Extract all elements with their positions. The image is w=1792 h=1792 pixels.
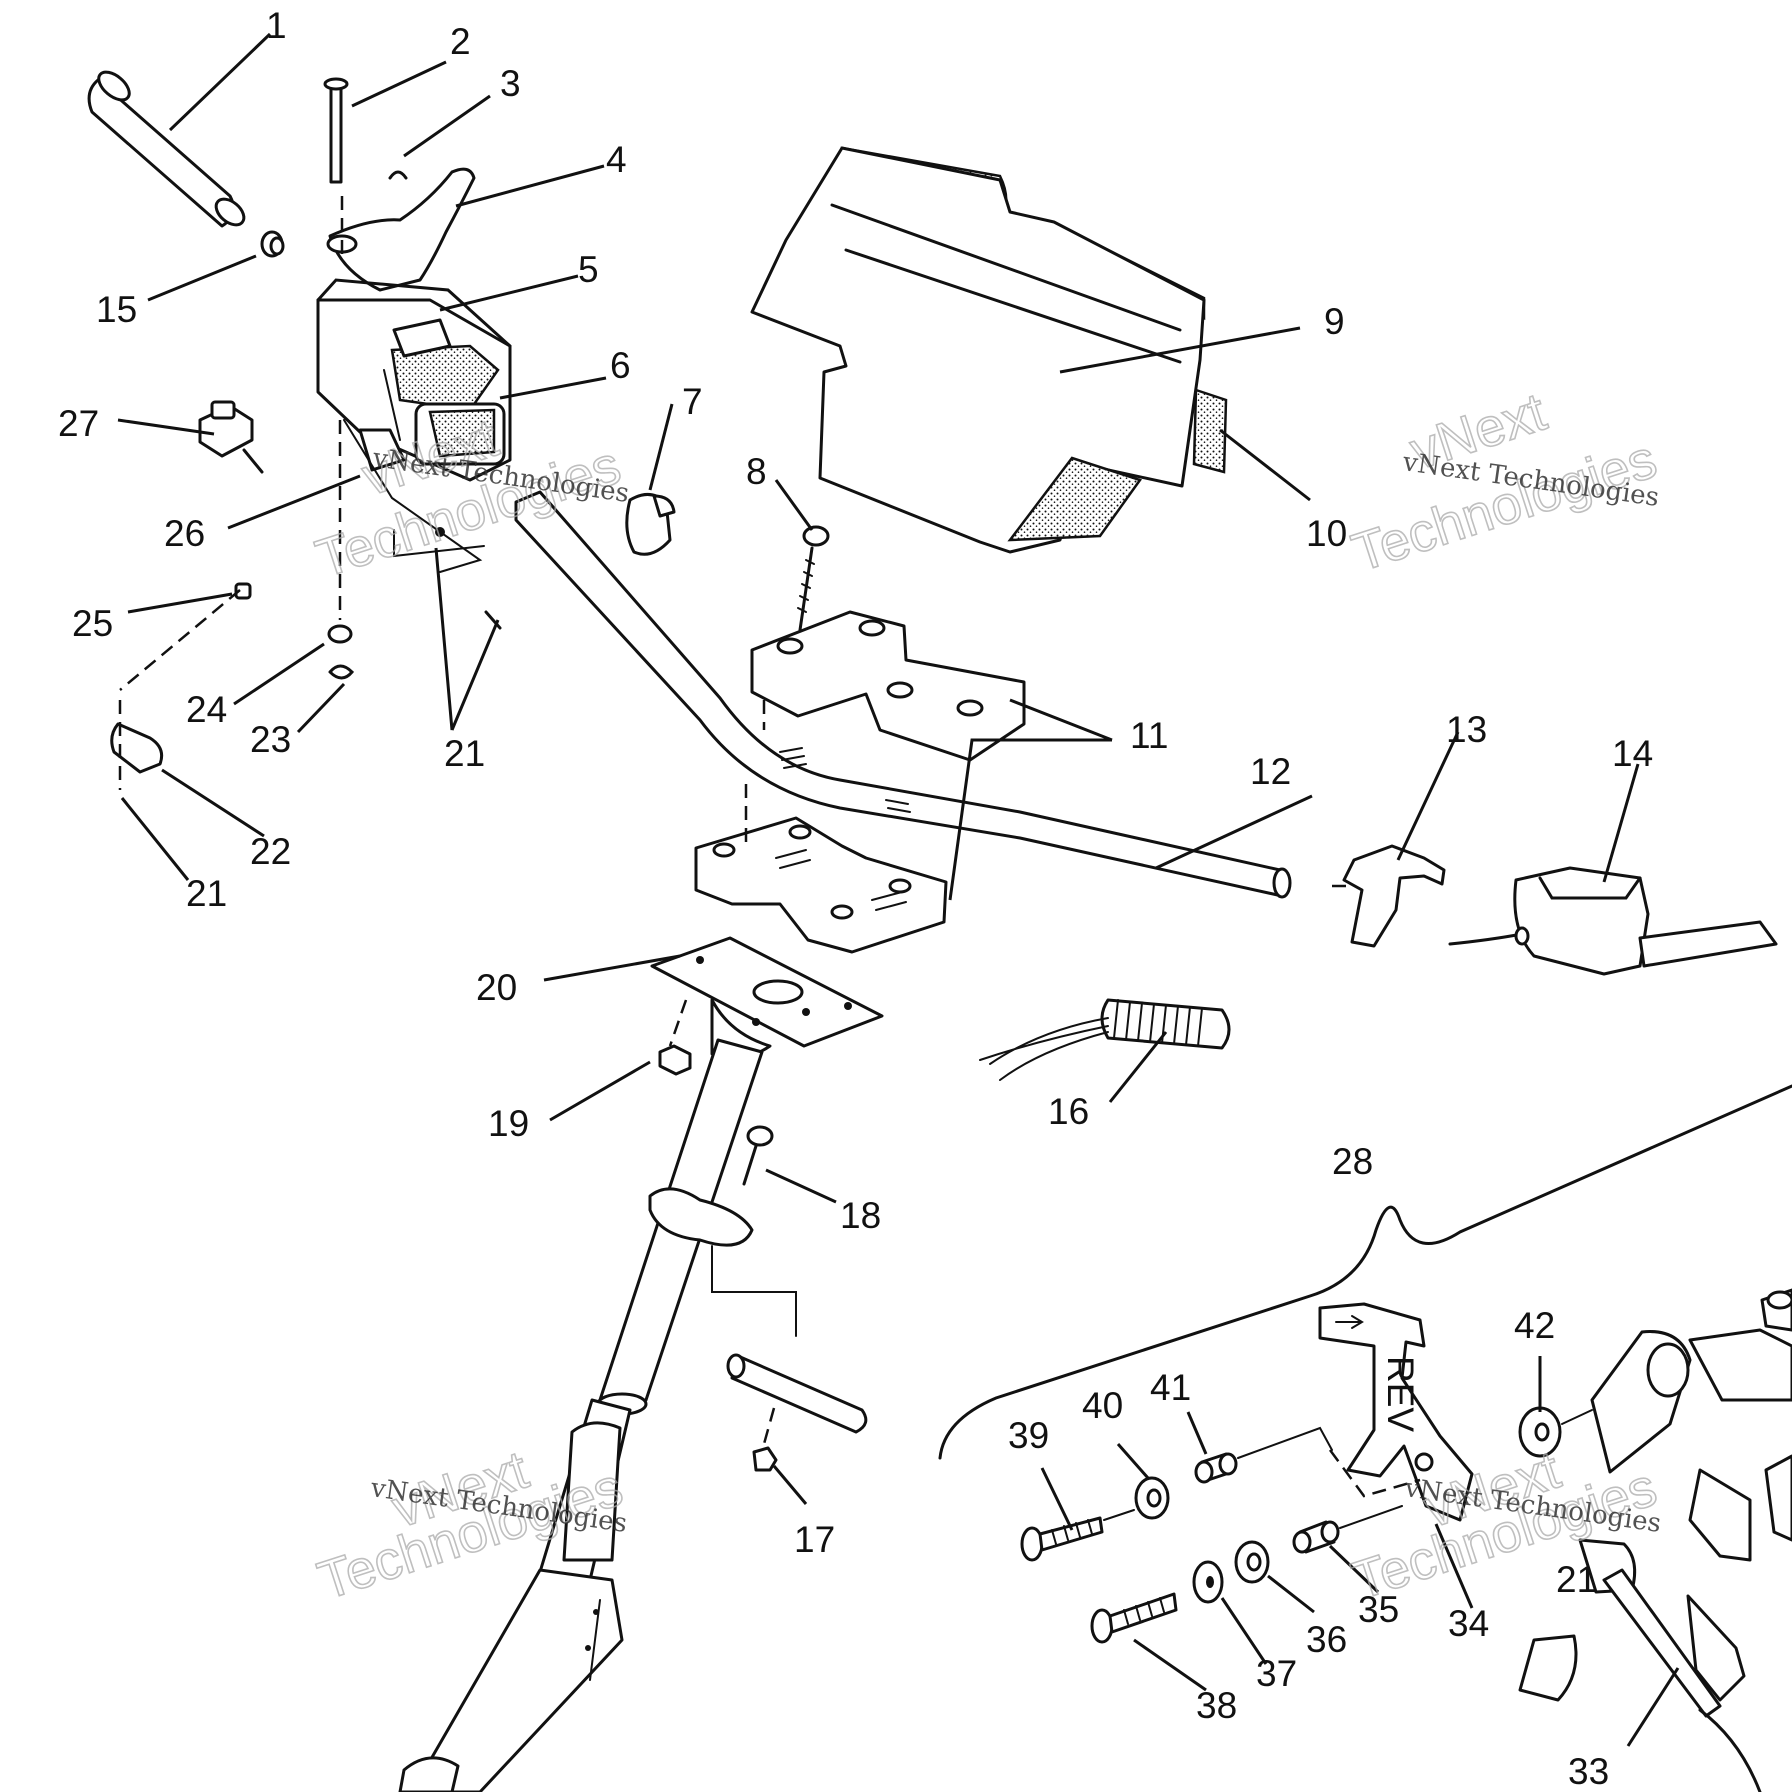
callout-25: 25 [72,603,113,644]
alignment-42 [1561,1409,1593,1425]
callout-11: 11 [1130,715,1168,756]
callout-3: 3 [500,63,521,104]
part-bracket-26 [358,428,406,472]
callout-14: 14 [1612,733,1653,774]
callout-18: 18 [840,1195,881,1236]
part-washer-24 [327,624,353,644]
callout-38: 38 [1196,1685,1237,1726]
callout-35: 35 [1358,1589,1399,1630]
callout-8: 8 [746,451,767,492]
callout-23: 23 [250,719,291,760]
part-master-cylinder-14 [1448,866,1778,976]
alignment-41 [1237,1426,1333,1459]
part-cable-33 [1602,1568,1762,1792]
alignment-34 [1328,1449,1421,1498]
part-pin-17 [726,1353,868,1472]
callout-17: 17 [794,1519,835,1560]
callout-34: 34 [1448,1603,1489,1644]
part-instrument-hood [750,146,1228,554]
part-bolt-8 [797,525,830,632]
callout-1: 1 [266,5,287,46]
alignment-lines [118,196,485,790]
part-pivot-pin [323,77,349,184]
callout-6: 6 [610,345,631,386]
callout-36: 36 [1306,1619,1347,1660]
callout-13: 13 [1446,709,1487,750]
callout-28: 28 [1332,1141,1373,1182]
callout-27: 27 [58,403,99,444]
part-washer-37 [1192,1560,1224,1604]
callout-2: 2 [450,21,471,62]
callout-26: 26 [164,513,205,554]
part-brake-bracket [1518,1288,1792,1702]
part-throttle-block [316,278,512,482]
part-throttle-lever [326,167,476,292]
part-clamp-7 [625,493,676,556]
callout-33: 33 [1568,1751,1609,1792]
part-washer-40 [1134,1476,1170,1520]
part-lower-clamp [694,816,948,954]
alignment-19 [668,999,688,1047]
rev-marking: REV [1380,1356,1421,1432]
part-screw-15 [260,230,285,258]
callout-37: 37 [1256,1653,1297,1694]
callout-5: 5 [578,249,599,290]
part-e-clip [388,170,408,180]
part-bolt-38 [1090,1592,1178,1644]
callout-42: 42 [1514,1305,1555,1346]
callout-labels: 1 2 3 4 5 6 7 8 9 10 11 12 13 14 15 16 1… [58,5,1653,1792]
callout-22: 22 [250,831,291,872]
callout-41: 41 [1150,1367,1191,1408]
group-brace-28 [938,1084,1792,1460]
part-screw-18 [742,1125,774,1186]
callout-16: 16 [1048,1091,1089,1132]
watermark-top-right: vNext Technologies vNext Technologies [1344,381,1664,584]
callout-9: 9 [1324,301,1345,342]
part-nut-25 [234,582,252,600]
part-collar [648,1187,754,1247]
part-washer-36 [1234,1540,1270,1584]
callout-4: 4 [606,139,627,180]
part-lock-washer-23 [328,664,355,680]
callout-20: 20 [476,967,517,1008]
callout-40: 40 [1082,1385,1123,1426]
callout-10: 10 [1306,513,1347,554]
callout-15: 15 [96,289,137,330]
part-nut-19 [658,1044,692,1076]
part-handlebar [514,490,1292,899]
callout-24: 24 [186,689,227,730]
callout-19: 19 [488,1103,529,1144]
part-screw-21a [484,610,502,630]
part-upper-clamp [750,610,1026,762]
part-bolt-39 [1020,1516,1104,1562]
part-steering-column [398,1038,764,1792]
callout-39: 39 [1008,1415,1049,1456]
part-brake-lever-13 [1332,844,1446,948]
alignment-18 [711,1245,797,1337]
part-spacer-41 [1194,1452,1238,1484]
part-washer-42 [1518,1406,1562,1458]
part-grip [87,70,246,228]
part-switch [198,400,264,474]
leader-lines [117,32,1680,1747]
alignment-39 [1103,1509,1135,1521]
part-spacer-35 [1292,1520,1340,1554]
part-reverse-lever-34: REV [1318,1302,1474,1522]
callout-7: 7 [682,381,703,422]
callout-21-left: 21 [186,873,227,914]
callout-21-right: 21 [1556,1559,1597,1600]
alignment-35 [1339,1505,1403,1529]
callout-21-center: 21 [444,733,485,774]
part-cap-22 [110,722,164,774]
part-heater-coil-16 [979,998,1231,1081]
callout-12: 12 [1250,751,1291,792]
part-steering-plate [650,936,884,1060]
